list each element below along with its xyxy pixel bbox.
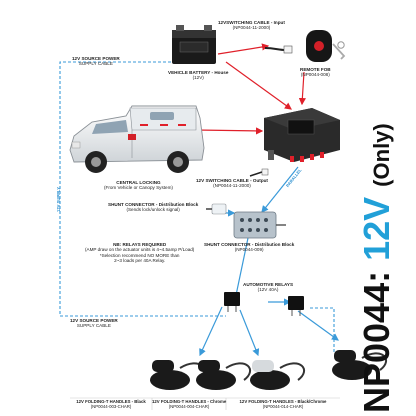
source-cable-bottom-label: 12V SOURCE POWER SUPPLY CABLE	[70, 318, 118, 329]
battery-label-sub: (12V)	[192, 75, 204, 81]
relays-note: NB: RELAYS REQUIRED (AMP draw on the act…	[85, 242, 194, 264]
central-locking-label: CENTRAL LOCKING (From Vehicle or Canopy …	[104, 180, 173, 191]
vertical-supply-label: 12V SUPPLY	[56, 187, 61, 212]
handle-icon	[250, 360, 305, 390]
source-cable-top-title: 12V SOURCE POWER	[72, 56, 120, 61]
source-cable-top-label: 12V SOURCE POWER SUPPLY CABLE	[72, 56, 120, 67]
switching-output-cable-icon	[249, 168, 269, 177]
remote-fob-label-sub: (NP0044-008)	[300, 72, 330, 78]
footer-handle-black: 12V FOLDING-T HANDLES - Black (NP0044-00…	[70, 399, 152, 409]
shunt-signal-title: SHUNT CONNECTOR - Distribution Block	[108, 202, 199, 207]
product-qualifier: (Only)	[369, 123, 394, 187]
relays-note-title: NB: RELAYS REQUIRED	[113, 242, 167, 247]
red-arrows	[195, 43, 306, 135]
footer-handle-chrome-title: 12V FOLDING-T HANDLES - Chrome	[152, 399, 227, 404]
relays-note-line2: *Selection recommend NO MORE than	[99, 252, 180, 258]
control-module-icon	[264, 108, 340, 162]
shunt-connector-icon	[233, 211, 286, 239]
handle-icon	[150, 360, 205, 390]
switching-output-sub: (NP0044-11-2000)	[213, 183, 251, 189]
product-title: NP0044: 12V (Only)	[356, 123, 402, 413]
relays-label-title: AUTOMOTIVE RELAYS	[243, 282, 294, 287]
source-cable-bottom-sub: SUPPLY CABLE	[76, 323, 111, 329]
footer-handle-chrome: 12V FOLDING-T HANDLES - Chrome (NP0044-0…	[152, 399, 226, 409]
shunt-signal-label: SHUNT CONNECTOR - Distribution Block (Se…	[108, 202, 198, 213]
switching-input-cable-icon	[264, 45, 293, 54]
handle-icon	[332, 350, 387, 380]
shunt-connector-label: SHUNT CONNECTOR - Distribution Block (NP…	[204, 242, 294, 253]
supply-dashed-line	[59, 61, 226, 317]
relays-label-sub: (12V 40A)	[257, 287, 279, 293]
battery-icon	[172, 25, 216, 64]
switching-input-label-title: 12VSWITCHING CABLE - Input	[218, 20, 285, 25]
shunt-signal-sub: (Sends lock/unlock signal)	[126, 207, 180, 213]
parallel-dashed-line	[310, 307, 342, 353]
footer-handle-black-sub: (NP0044-003-CHAR)	[90, 404, 132, 410]
handle-icon	[196, 360, 251, 390]
footer-handle-black-title: 12V FOLDING-T HANDLES - Black	[76, 399, 146, 404]
remote-fob-icon	[306, 30, 346, 62]
footer-handle-chrome-sub: (NP0044-004-CHAR)	[168, 404, 210, 410]
footer-dividers	[70, 397, 340, 410]
relays-note-line3: 2~3 loads per 40A Relay.	[114, 258, 166, 264]
product-voltage: 12V	[356, 196, 397, 261]
shunt-connector-title: SHUNT CONNECTOR - Distribution Block	[204, 242, 295, 247]
ute-vehicle-icon	[69, 105, 205, 173]
footer-handle-black-chrome-sub: (NP0044-014-CHAR)	[262, 404, 304, 410]
central-locking-sub: (From Vehicle or Canopy System)	[104, 185, 173, 191]
relay-icon	[224, 292, 240, 312]
relays-label: AUTOMOTIVE RELAYS (12V 40A)	[243, 282, 293, 293]
product-code: NP0044:	[356, 270, 397, 413]
battery-label: VEHICLE BATTERY - House (12V)	[168, 70, 228, 81]
relays-note-line1: (AMP draw on the actuator units is 4~4.5…	[85, 247, 195, 253]
source-cable-bottom-title: 12V SOURCE POWER	[70, 318, 118, 323]
battery-label-title: VEHICLE BATTERY - House	[168, 70, 229, 75]
shunt-connector-sub: (NP0044-009)	[234, 247, 264, 253]
switching-output-title: 12V SWITCHING CABLE - Output	[196, 178, 268, 183]
switching-input-label-sub: (NP0044-11-2000)	[232, 25, 271, 31]
switching-input-label: 12VSWITCHING CABLE - Input (NP0044-11-20…	[218, 20, 285, 31]
source-cable-top-sub: SUPPLY CABLE	[78, 61, 113, 67]
blue-arrows	[199, 166, 339, 357]
switching-output-label: 12V SWITCHING CABLE - Output (NP0044-11-…	[196, 178, 268, 189]
remote-fob-label-title: REMOTE FOB	[300, 67, 331, 72]
footer-handle-black-chrome: 12V FOLDING-T HANDLES - Black/Chrome (NP…	[226, 399, 340, 409]
relay-icon	[288, 296, 304, 316]
shunt-signal-icon	[206, 203, 227, 215]
remote-fob-label: REMOTE FOB (NP0044-008)	[300, 67, 331, 78]
footer-handle-black-chrome-title: 12V FOLDING-T HANDLES - Black/Chrome	[239, 399, 327, 404]
central-locking-title: CENTRAL LOCKING	[116, 180, 161, 185]
